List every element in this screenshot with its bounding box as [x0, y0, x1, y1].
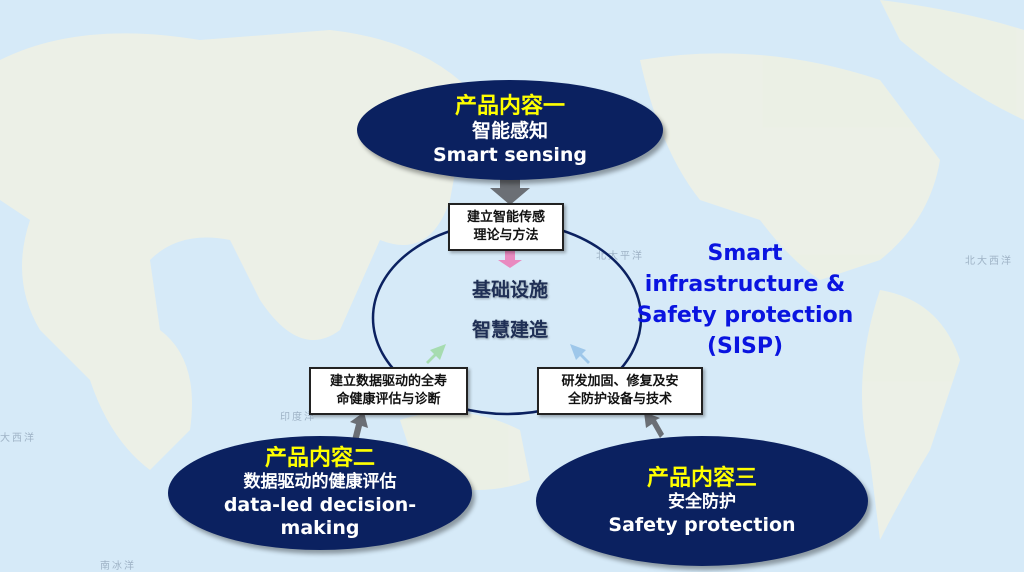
center-text: 基础设施 智慧建造: [440, 270, 580, 350]
sisp-line1: Smart: [707, 241, 783, 266]
ocean-label-indian: 印度洋: [280, 412, 316, 423]
product3-en: Safety protection: [608, 513, 796, 536]
product2-en2: making: [280, 517, 360, 540]
box-top-line1: 建立智能传感: [466, 209, 545, 225]
center-line2: 智慧建造: [471, 319, 548, 341]
arrow-blue: [570, 344, 590, 364]
center-line1: 基础设施: [471, 279, 548, 301]
arrow-left-gray: [350, 412, 368, 442]
product1-en: Smart sensing: [432, 143, 588, 166]
sisp-line4: (SISP): [706, 334, 784, 359]
box-smart-sensing-theory: 建立智能传感 理论与方法: [448, 203, 564, 251]
box-left-line2: 命健康评估与诊断: [336, 392, 441, 407]
product2-ellipse: 产品内容二 数据驱动的健康评估 data-led decision- makin…: [168, 436, 472, 550]
box-right-line1: 研发加固、修复及安: [561, 373, 679, 389]
arrow-right-gray: [644, 412, 664, 438]
box-left-line1: 建立数据驱动的全寿: [329, 373, 447, 389]
box-data-driven-assessment: 建立数据驱动的全寿 命健康评估与诊断: [309, 367, 468, 415]
sisp-title: Smart infrastructure & Safety protection…: [630, 238, 860, 362]
box-safety-equipment: 研发加固、修复及安 全防护设备与技术: [537, 367, 703, 415]
ocean-label-southern: 南冰洋: [100, 561, 136, 572]
product2-cn: 数据驱动的健康评估: [243, 472, 397, 493]
sisp-line2: infrastructure &: [644, 272, 846, 297]
product1-title: 产品内容一: [454, 93, 565, 119]
product1-ellipse: 产品内容一 智能感知 Smart sensing: [357, 80, 663, 180]
product2-title: 产品内容二: [264, 445, 375, 471]
sisp-line3: Safety protection: [636, 303, 854, 328]
ocean-label-atlantic: 大西洋: [0, 433, 36, 444]
ocean-label-north-atlantic: 北大西洋: [965, 256, 1013, 267]
ocean-label-north-pacific: 北太平洋: [596, 251, 644, 262]
product3-ellipse: 产品内容三 安全防护 Safety protection: [536, 436, 868, 566]
box-top-line2: 理论与方法: [473, 228, 539, 243]
product3-cn: 安全防护: [668, 492, 736, 513]
product2-en1: data-led decision-: [223, 493, 417, 516]
arrow-green: [426, 344, 446, 364]
arrow-pink: [498, 250, 522, 268]
product3-title: 产品内容三: [646, 465, 757, 491]
box-right-line2: 全防护设备与技术: [567, 392, 672, 407]
product1-cn: 智能感知: [471, 120, 548, 142]
